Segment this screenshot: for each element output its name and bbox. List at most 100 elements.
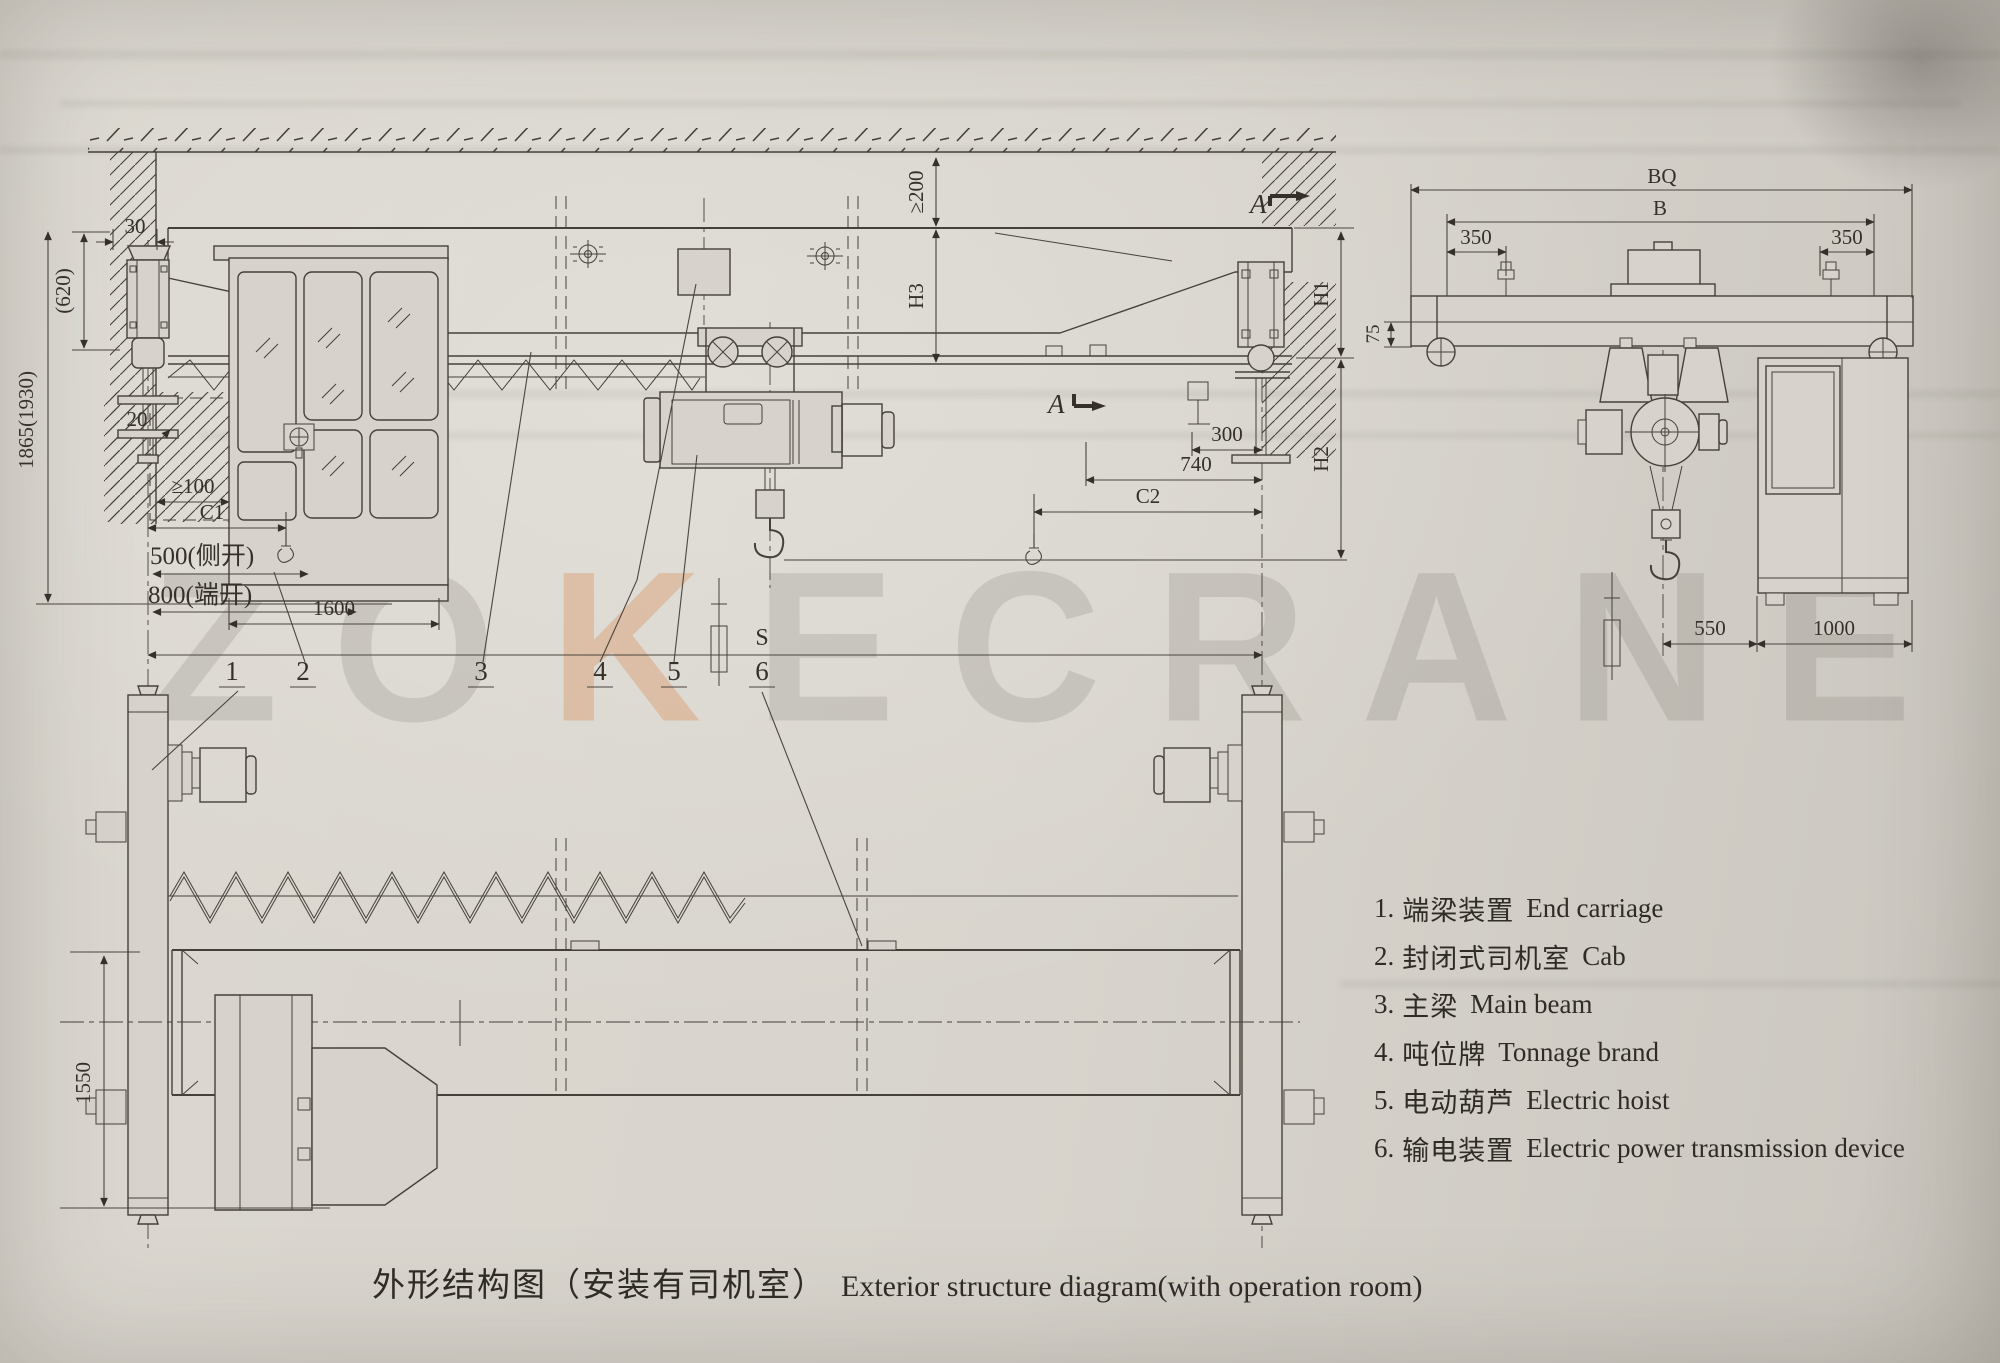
right-end-truck-front [1187, 261, 1291, 464]
crane-hook-side [1649, 539, 1681, 581]
power-collector-front [710, 577, 728, 687]
callout-6-power-transmission: 6 [755, 656, 769, 686]
glass-tick [387, 307, 411, 329]
dim-ge100: ≥100 [171, 474, 214, 498]
cab-side [1757, 357, 1909, 606]
axle-box [95, 811, 127, 843]
axle-box [1283, 1089, 1315, 1125]
legend-num: 2. [1374, 940, 1395, 971]
legend-zh: 吨位牌 [1402, 1039, 1487, 1070]
caption-english: Exterior structure diagram(with operatio… [841, 1270, 1423, 1303]
section-a-label-bottom: A [1046, 389, 1065, 419]
cab-window-side [1765, 365, 1841, 495]
callout-5-electric-hoist: 5 [667, 656, 681, 686]
end-view-section-aa: BQ B 350 350 75 550 1000 [1363, 164, 1914, 681]
ceiling-hatch [88, 128, 1336, 153]
callout-1-end-carriage: 1 [225, 656, 239, 686]
dim-bq: BQ [1647, 164, 1676, 188]
dim-620: (620) [51, 268, 75, 314]
hoist-drum [671, 399, 791, 465]
dim-350-left: 350 [1460, 225, 1492, 249]
callout-2-cab: 2 [296, 656, 310, 686]
hoist-control-box [723, 403, 763, 425]
travel-motor-left [199, 747, 247, 803]
left-runway-column [117, 245, 179, 464]
side-dimensions: BQ B 350 350 75 550 1000 [1363, 164, 1913, 652]
girder-bolt [806, 241, 844, 271]
legend-en: End carriage [1526, 892, 1664, 923]
electric-hoist-front [643, 322, 1347, 588]
legend-zh: 主梁 [1402, 991, 1459, 1022]
legend-item-2: 2.封闭式司机室 Cab [1374, 932, 1905, 980]
dim-ge200: ≥200 [904, 170, 928, 213]
section-a-marks: A A [1046, 189, 1310, 419]
part-callouts: 1 2 3 4 5 6 [151, 283, 863, 947]
callout-4-tonnage-brand: 4 [593, 656, 607, 686]
suspension-bolt [1822, 261, 1840, 297]
legend-num: 5. [1374, 1084, 1395, 1115]
dim-h3: H3 [904, 283, 928, 309]
section-a-label-top: A [1248, 189, 1267, 219]
dim-300: 300 [1211, 422, 1243, 446]
legend-item-5: 5.电动葫芦 Electric hoist [1374, 1076, 1905, 1124]
dim-500-side: 500(侧开) [150, 542, 254, 570]
dim-800-end: 800(端开) [148, 581, 252, 609]
legend-en: Electric hoist [1526, 1084, 1670, 1115]
girder-cross-section [1610, 241, 1716, 297]
dim-350-right: 350 [1831, 225, 1863, 249]
cab-plan [214, 994, 438, 1211]
photo-corner-shadow [1770, 0, 2000, 190]
plan-view: 1550 [60, 685, 1325, 1225]
legend-item-6: 6.输电装置 Electric power transmission device [1374, 1124, 1905, 1172]
dim-550: 550 [1694, 616, 1726, 640]
dim-h1: H1 [1309, 281, 1333, 307]
glass-tick [321, 383, 345, 405]
legend-num: 6. [1374, 1132, 1395, 1163]
legend-zh: 封闭式司机室 [1402, 943, 1571, 974]
legend-en: Cab [1582, 940, 1626, 971]
travel-motor-right [1163, 747, 1211, 803]
cab-floor [221, 584, 449, 602]
dim-span-s: S [755, 625, 768, 651]
front-dimensions: 30 (620) 1865(1930) 20 ≥100 C1 500(侧开) [14, 157, 1354, 659]
trolley-end-stop [1089, 344, 1107, 357]
end-carriage-left-plan [85, 685, 257, 1225]
callout-3-main-beam: 3 [474, 656, 488, 686]
dim-h2: H2 [1309, 446, 1333, 472]
legend-en: Electric power transmission device [1526, 1132, 1905, 1163]
dim-1865-1930: 1865(1930) [14, 371, 38, 469]
dim-1550: 1550 [71, 1062, 95, 1104]
festoon-cable-plan [168, 870, 1238, 925]
tonnage-brand-plate [677, 198, 731, 325]
dim-75: 75 [1363, 325, 1384, 344]
glass-tick [391, 455, 415, 477]
hoist-motor-side [1698, 413, 1720, 451]
legend-en: Main beam [1470, 988, 1593, 1019]
dim-1000: 1000 [1813, 616, 1855, 640]
glass-tick [255, 337, 279, 359]
dim-b: B [1653, 196, 1667, 220]
electric-hoist-side [1577, 337, 1729, 581]
end-carriage-right-plan [1153, 685, 1325, 1225]
runway-wheel [1247, 344, 1275, 372]
caption-chinese: 外形结构图（安装有司机室） [372, 1268, 827, 1304]
legend-num: 3. [1374, 988, 1395, 1019]
hoist-motor [841, 403, 883, 457]
front-elevation-view: A A 30 (620) 1865(1930) [14, 128, 1354, 1248]
axle-box [95, 1089, 127, 1125]
beam-top-tab [867, 940, 897, 951]
dim-1600: 1600 [313, 596, 355, 620]
door-handle [295, 447, 303, 459]
legend-zh: 电动葫芦 [1402, 1087, 1515, 1118]
dim-30: 30 [125, 214, 146, 238]
power-collector-side [1603, 571, 1621, 681]
dim-20: 20 [127, 407, 148, 431]
legend-zh: 输电装置 [1402, 1135, 1515, 1166]
axle-box [1283, 811, 1315, 843]
glass-tick [321, 455, 345, 477]
